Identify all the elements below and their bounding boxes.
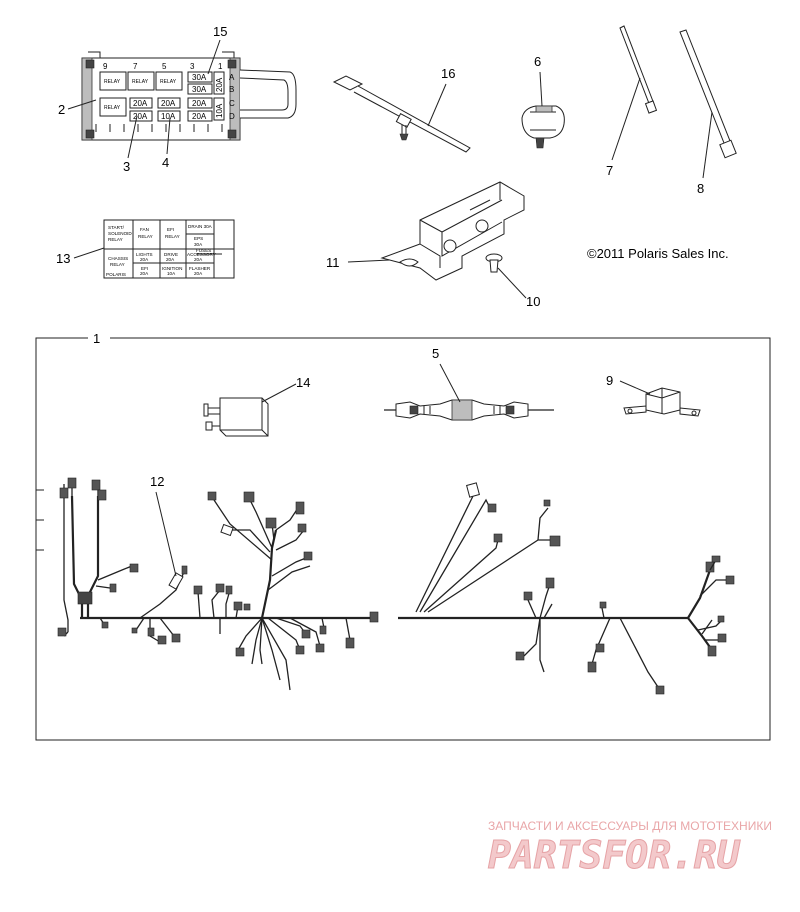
mounting-bracket <box>380 181 525 281</box>
copyright-notice: ©2011 Polaris Sales Inc. <box>587 246 729 261</box>
inline-fuse-holder <box>384 399 554 421</box>
slot-number: 7 <box>133 62 138 71</box>
callout-7: 7 <box>606 163 613 178</box>
relay-slot <box>99 97 127 117</box>
fuse-label: 30A <box>192 73 207 82</box>
relay-slot <box>127 71 155 91</box>
relay-label: RELAY <box>132 79 149 85</box>
card-cell: DRAIN 30A <box>188 224 213 229</box>
callout-16: 16 <box>441 66 455 81</box>
callout-6: 6 <box>534 54 541 69</box>
card-cell: FAN <box>140 227 149 232</box>
watermark: ЗАПЧАСТИ И АКСЕССУАРЫ ДЛЯ МОТОТЕХНИКИ PA… <box>488 819 772 878</box>
card-cell: 30A <box>194 242 203 247</box>
card-cell: 20A <box>194 257 203 262</box>
slot-number: 5 <box>162 62 167 71</box>
card-cell: CHASSIS <box>108 256 128 261</box>
card-cell: 10A <box>167 271 176 276</box>
fuse-label: 10A <box>215 103 224 118</box>
callout-10: 10 <box>526 294 540 309</box>
relay-slot <box>99 71 127 91</box>
watermark-tagline: ЗАПЧАСТИ И АКСЕССУАРЫ ДЛЯ МОТОТЕХНИКИ <box>488 819 772 833</box>
harness-kit-frame: 1 <box>35 331 771 741</box>
relay <box>203 397 269 437</box>
card-cell: RELAY <box>165 234 180 239</box>
card-cell: RELAY <box>110 262 125 267</box>
card-cell: 20A <box>194 271 203 276</box>
card-cell: FLASHER <box>189 266 211 271</box>
card-cell: ACCESSORY <box>187 252 216 257</box>
cable-tie-short <box>619 25 658 114</box>
card-cell: START/ <box>108 225 125 230</box>
fuse-label: 20A <box>215 77 224 92</box>
card-cell: EFI <box>141 266 148 271</box>
slot-number: 1 <box>218 62 223 71</box>
fuse-label-card: START/ SOLENOID RELAY FAN RELAY EFI RELA… <box>103 219 235 279</box>
card-cell: RELAY <box>108 237 123 242</box>
callout-4: 4 <box>162 155 169 170</box>
fuse-label: 10A <box>161 112 176 121</box>
slot-number: 9 <box>103 62 108 71</box>
callout-1: 1 <box>93 331 100 346</box>
callout-13: 13 <box>56 251 70 266</box>
relay-label: RELAY <box>160 79 177 85</box>
card-cell: RELAY <box>138 234 153 239</box>
circuit-breaker <box>623 387 701 417</box>
callout-11: 11 <box>326 255 340 270</box>
card-logo: POLARIS <box>106 272 126 277</box>
card-cell: 20A <box>140 257 149 262</box>
slot-number: 3 <box>190 62 195 71</box>
fuse-label: 20A <box>133 112 148 121</box>
relay-label: RELAY <box>104 105 121 111</box>
card-cell: EPS <box>194 236 203 241</box>
fuse-box: 9 7 5 3 1 RELAY RELAY RELAY RELAY 30A 30… <box>81 51 297 141</box>
cable-tie-clip <box>332 75 471 153</box>
relay-slot <box>155 71 183 91</box>
card-cell: IGNITION <box>162 266 182 271</box>
push-rivet <box>485 253 503 273</box>
fuse-label: 20A <box>133 99 148 108</box>
callout-5: 5 <box>432 346 439 361</box>
row-letter: A <box>229 73 235 82</box>
row-letter: B <box>229 85 234 94</box>
card-cell: EFI <box>167 227 174 232</box>
callout-9: 9 <box>606 373 613 388</box>
card-cell: DRIVE <box>164 252 178 257</box>
callout-8: 8 <box>697 181 704 196</box>
card-cell: SOLENOID <box>108 231 132 236</box>
relay-label: RELAY <box>104 79 121 85</box>
secondary-wiring-harness <box>398 482 735 695</box>
callout-14: 14 <box>296 375 310 390</box>
fuse-label: 20A <box>161 99 176 108</box>
cable-tie-long <box>679 29 737 159</box>
main-wiring-harness <box>36 477 379 691</box>
fuse-label: 30A <box>192 85 207 94</box>
card-cell: 20A <box>166 257 175 262</box>
callout-15: 15 <box>213 24 227 39</box>
card-cell: 20A <box>140 271 149 276</box>
callout-2: 2 <box>58 102 65 117</box>
callout-3: 3 <box>123 159 130 174</box>
row-letter: C <box>229 99 235 108</box>
watermark-brand: PARTSFOR.RU <box>488 833 741 877</box>
fuse-label: 20A <box>192 112 207 121</box>
callout-12: 12 <box>150 474 164 489</box>
row-letter: D <box>229 112 235 121</box>
card-cell: FUSES <box>196 248 211 253</box>
connector-clip <box>521 105 565 149</box>
card-cell: LIGHTS <box>136 252 153 257</box>
fuse-label: 20A <box>192 99 207 108</box>
